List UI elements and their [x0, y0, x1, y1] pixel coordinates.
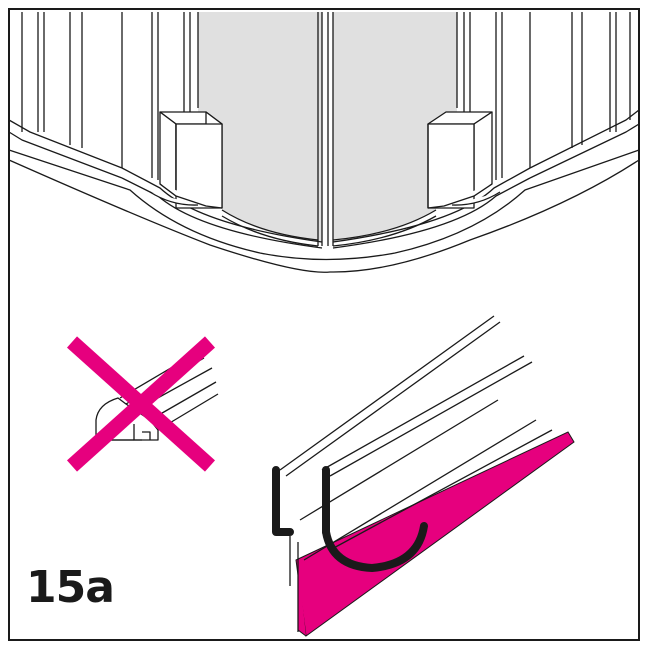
diagram-border	[8, 8, 640, 641]
step-number-label: 15a	[26, 562, 115, 613]
right-foot-block	[427, 111, 501, 209]
incorrect-seal-panel	[66, 336, 219, 472]
glass-panel-right	[333, 12, 457, 242]
seal-drip-fin	[295, 431, 575, 637]
glass-panel-left	[198, 12, 322, 242]
tray-edge-front	[8, 159, 640, 273]
shower-enclosure-illustration	[8, 12, 640, 273]
cross-icon	[66, 336, 216, 472]
left-foot-block	[149, 111, 223, 209]
tray-edge-outer	[8, 149, 640, 261]
correct-seal-panel	[272, 315, 575, 637]
seal-profile-correct	[272, 466, 428, 572]
